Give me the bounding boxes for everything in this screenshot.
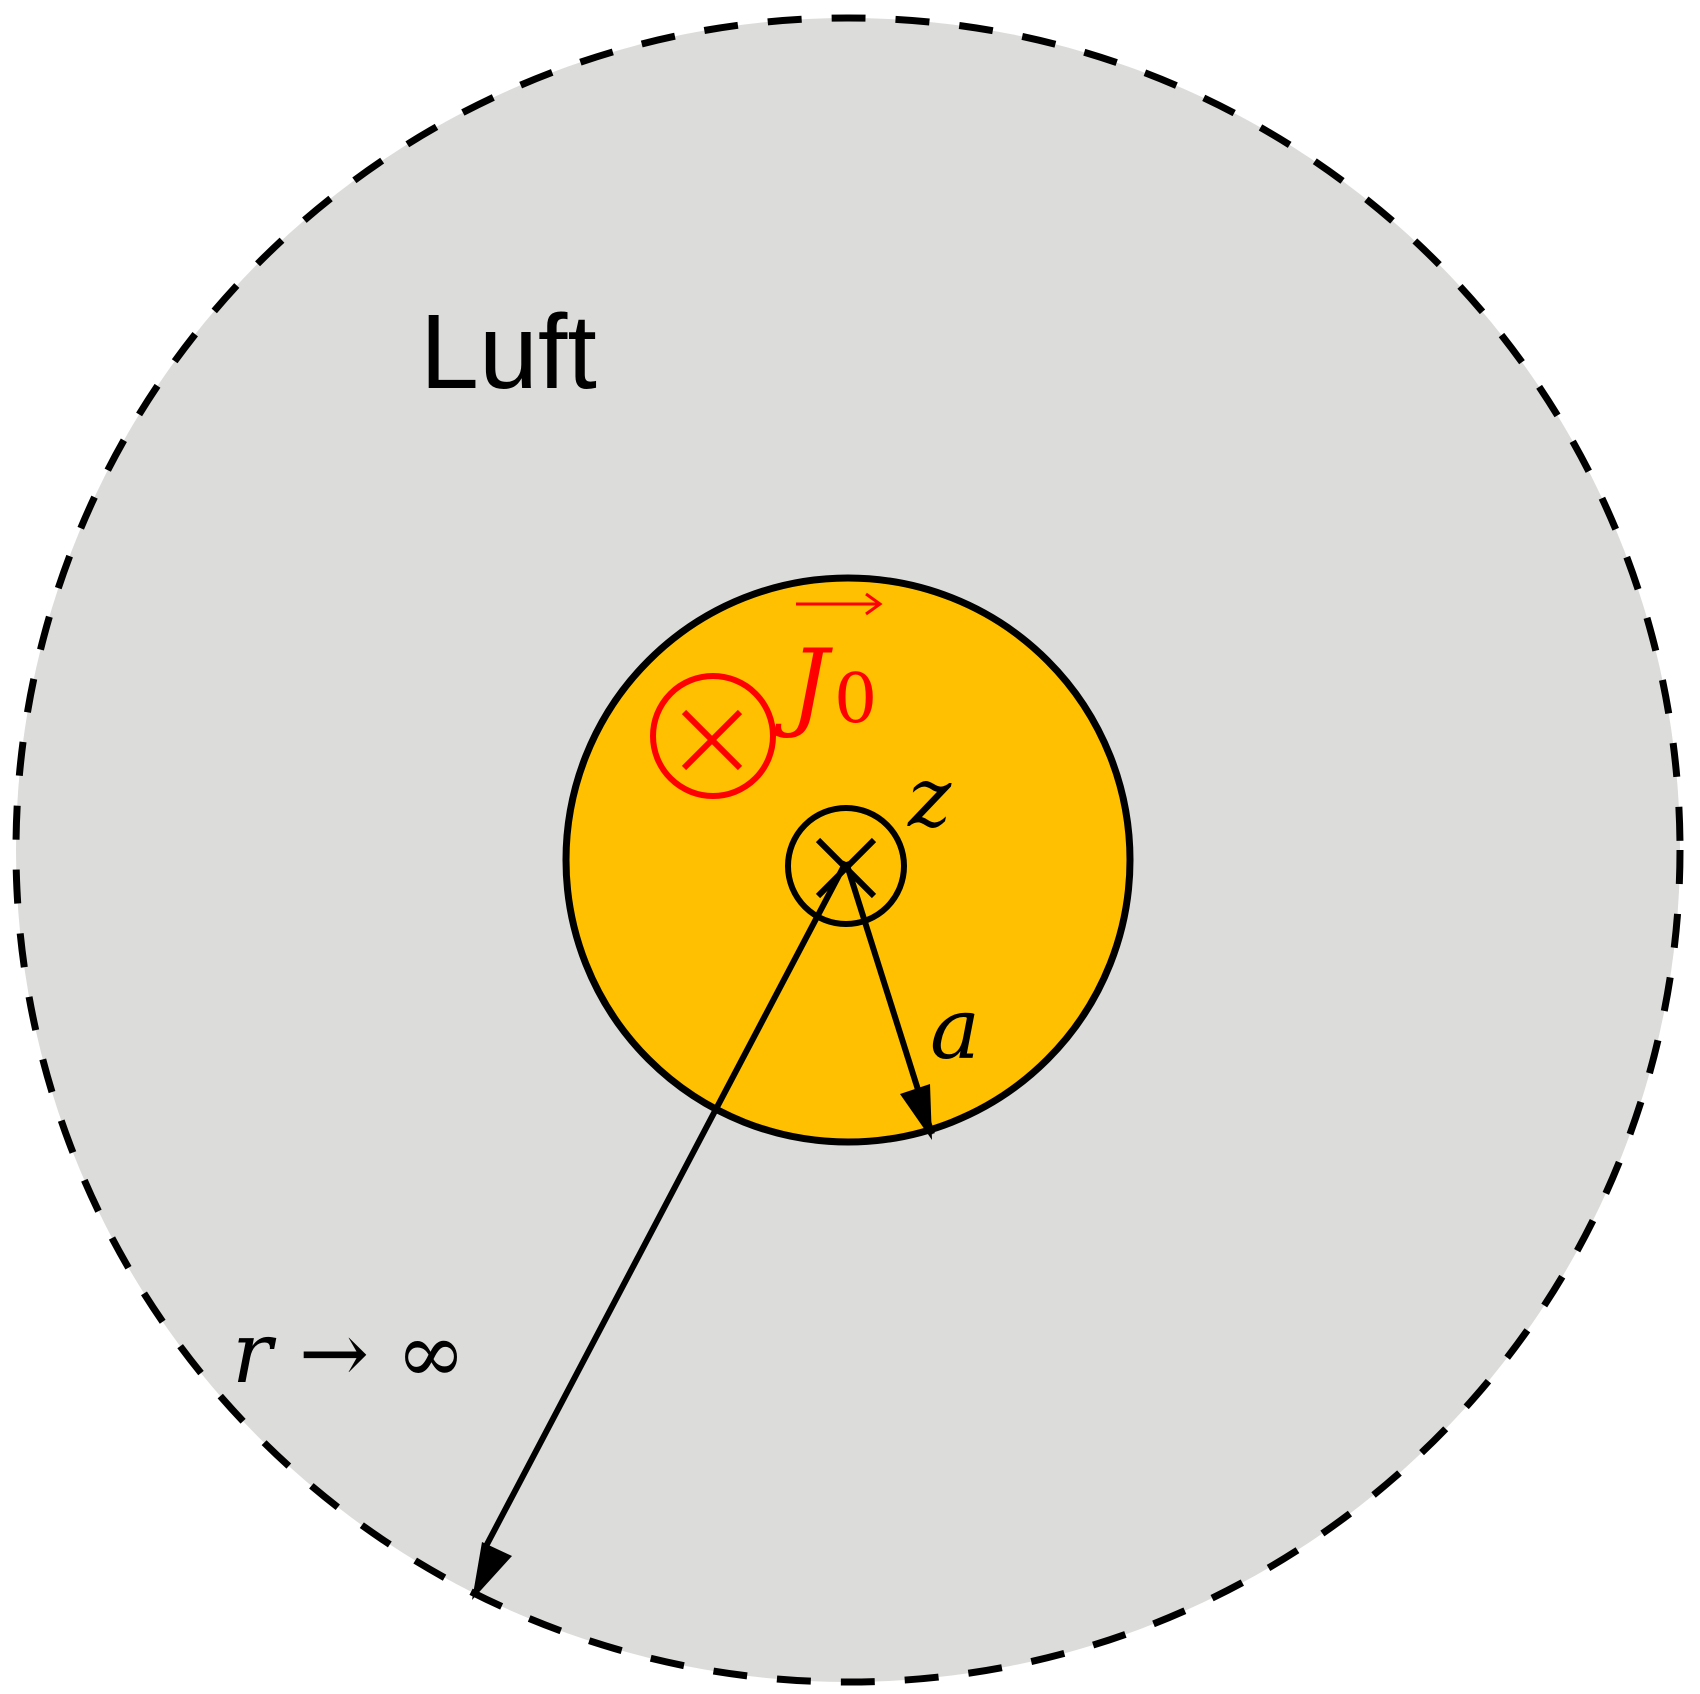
outer-boundary-label: r → ∞	[232, 1304, 466, 1402]
vector-arrowhead-icon	[865, 592, 883, 616]
outer-radius-arrowhead-icon	[472, 1542, 512, 1600]
current-density-icon	[650, 673, 776, 799]
radius-a-arrowhead-icon	[900, 1084, 932, 1140]
current-density-subscript: 0	[834, 660, 877, 739]
outer-boundary-dashed	[12, 14, 1684, 1686]
conductor-disc	[562, 574, 1134, 1146]
outer-radius-arrow	[481, 860, 849, 1552]
radius-label: a	[930, 980, 980, 1078]
medium-label: Luft	[420, 293, 597, 411]
z-axis-label: z	[907, 751, 952, 846]
